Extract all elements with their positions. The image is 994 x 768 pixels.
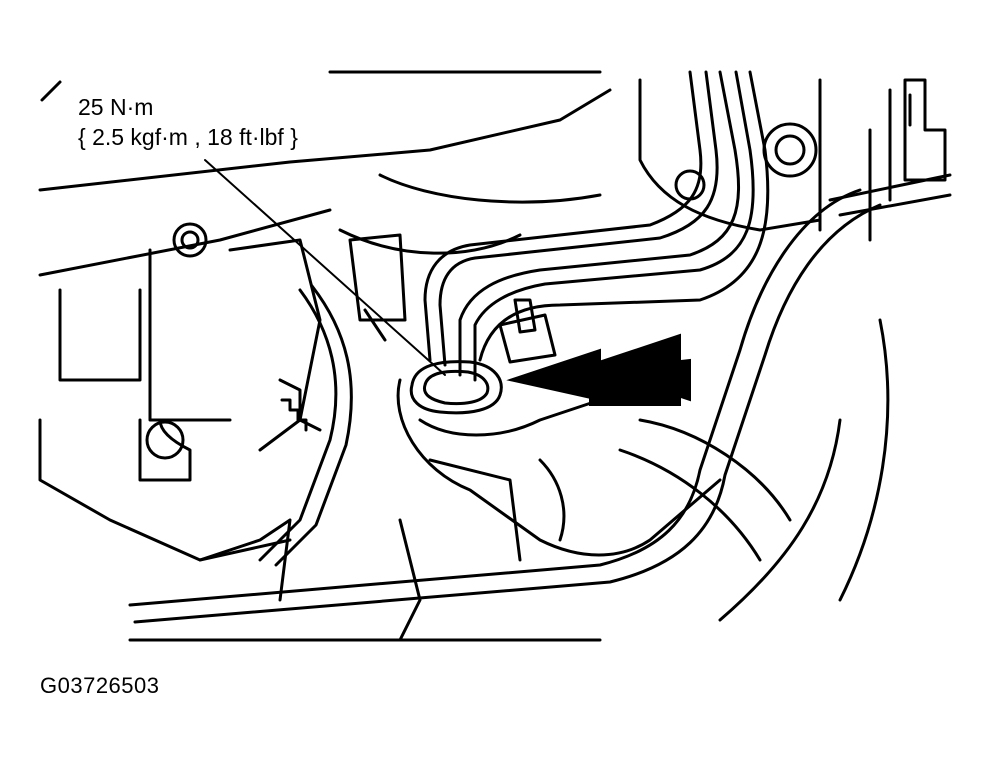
- right-bolt: [762, 122, 818, 178]
- right-side-line: [828, 173, 952, 202]
- left-housing: [58, 288, 142, 382]
- right-large-tube-2: [133, 203, 882, 624]
- caliper-body: [396, 378, 722, 557]
- torque-alt-label: { 2.5 kgf·m , 18 ft·lbf }: [78, 124, 298, 150]
- pipe-clip-2: [513, 298, 537, 334]
- mid-housing: [228, 238, 322, 452]
- caliper-body-2: [418, 398, 602, 437]
- arrow-shape-3: [599, 358, 691, 402]
- left-tube-2: [274, 284, 353, 567]
- left-bolt-inner: [180, 230, 200, 250]
- mid-housing-detail: [278, 378, 322, 432]
- right-bolt-inner: [774, 134, 806, 166]
- torque-metric-label: 25 N·m: [78, 94, 154, 120]
- lower-right-curve: [718, 418, 842, 622]
- left-boss: [138, 418, 192, 482]
- leader-line: [204, 159, 446, 376]
- gear-teeth: [280, 398, 308, 432]
- caliper-arc-2: [618, 448, 762, 562]
- center-bracket: [348, 233, 407, 322]
- pipe-clip: [498, 313, 557, 364]
- pipe-a-outer: [423, 70, 703, 362]
- left-tube: [258, 288, 338, 562]
- right-large-tube: [128, 188, 862, 607]
- upper-frame-line-2: [38, 208, 332, 277]
- caliper-detail-2: [538, 458, 566, 542]
- caliper-lower: [398, 518, 602, 642]
- left-housing-2: [148, 248, 232, 422]
- lower-left-bolt: [145, 420, 185, 460]
- pipe-c-outer: [478, 70, 770, 362]
- left-bolt: [172, 222, 208, 258]
- left-bracket: [198, 518, 292, 602]
- right-housing: [638, 78, 822, 232]
- caliper-arc: [638, 418, 792, 522]
- arrow-icon: [506, 333, 691, 406]
- pipe-a-inner: [438, 70, 719, 367]
- upper-frame-line: [38, 88, 612, 192]
- arrow-shape-1: [506, 348, 601, 402]
- caliper-detail: [428, 458, 522, 562]
- right-side-line-2: [838, 193, 952, 217]
- connector-lines: [888, 88, 912, 202]
- pipe-b-inner: [473, 70, 755, 382]
- center-bracket-slot: [363, 308, 387, 342]
- figure-code: G03726503: [40, 673, 160, 698]
- torque-callout: 25 N·m { 2.5 kgf·m , 18 ft·lbf }: [78, 92, 298, 152]
- lower-right-curve-2: [838, 318, 890, 602]
- flare-nut-inner: [422, 369, 490, 406]
- left-short-stroke: [40, 80, 62, 102]
- flare-nut: [409, 360, 503, 415]
- connector-block: [903, 78, 947, 182]
- block-curve: [378, 173, 602, 204]
- pipe-b-outer: [458, 70, 741, 377]
- lower-left-housing: [38, 418, 292, 562]
